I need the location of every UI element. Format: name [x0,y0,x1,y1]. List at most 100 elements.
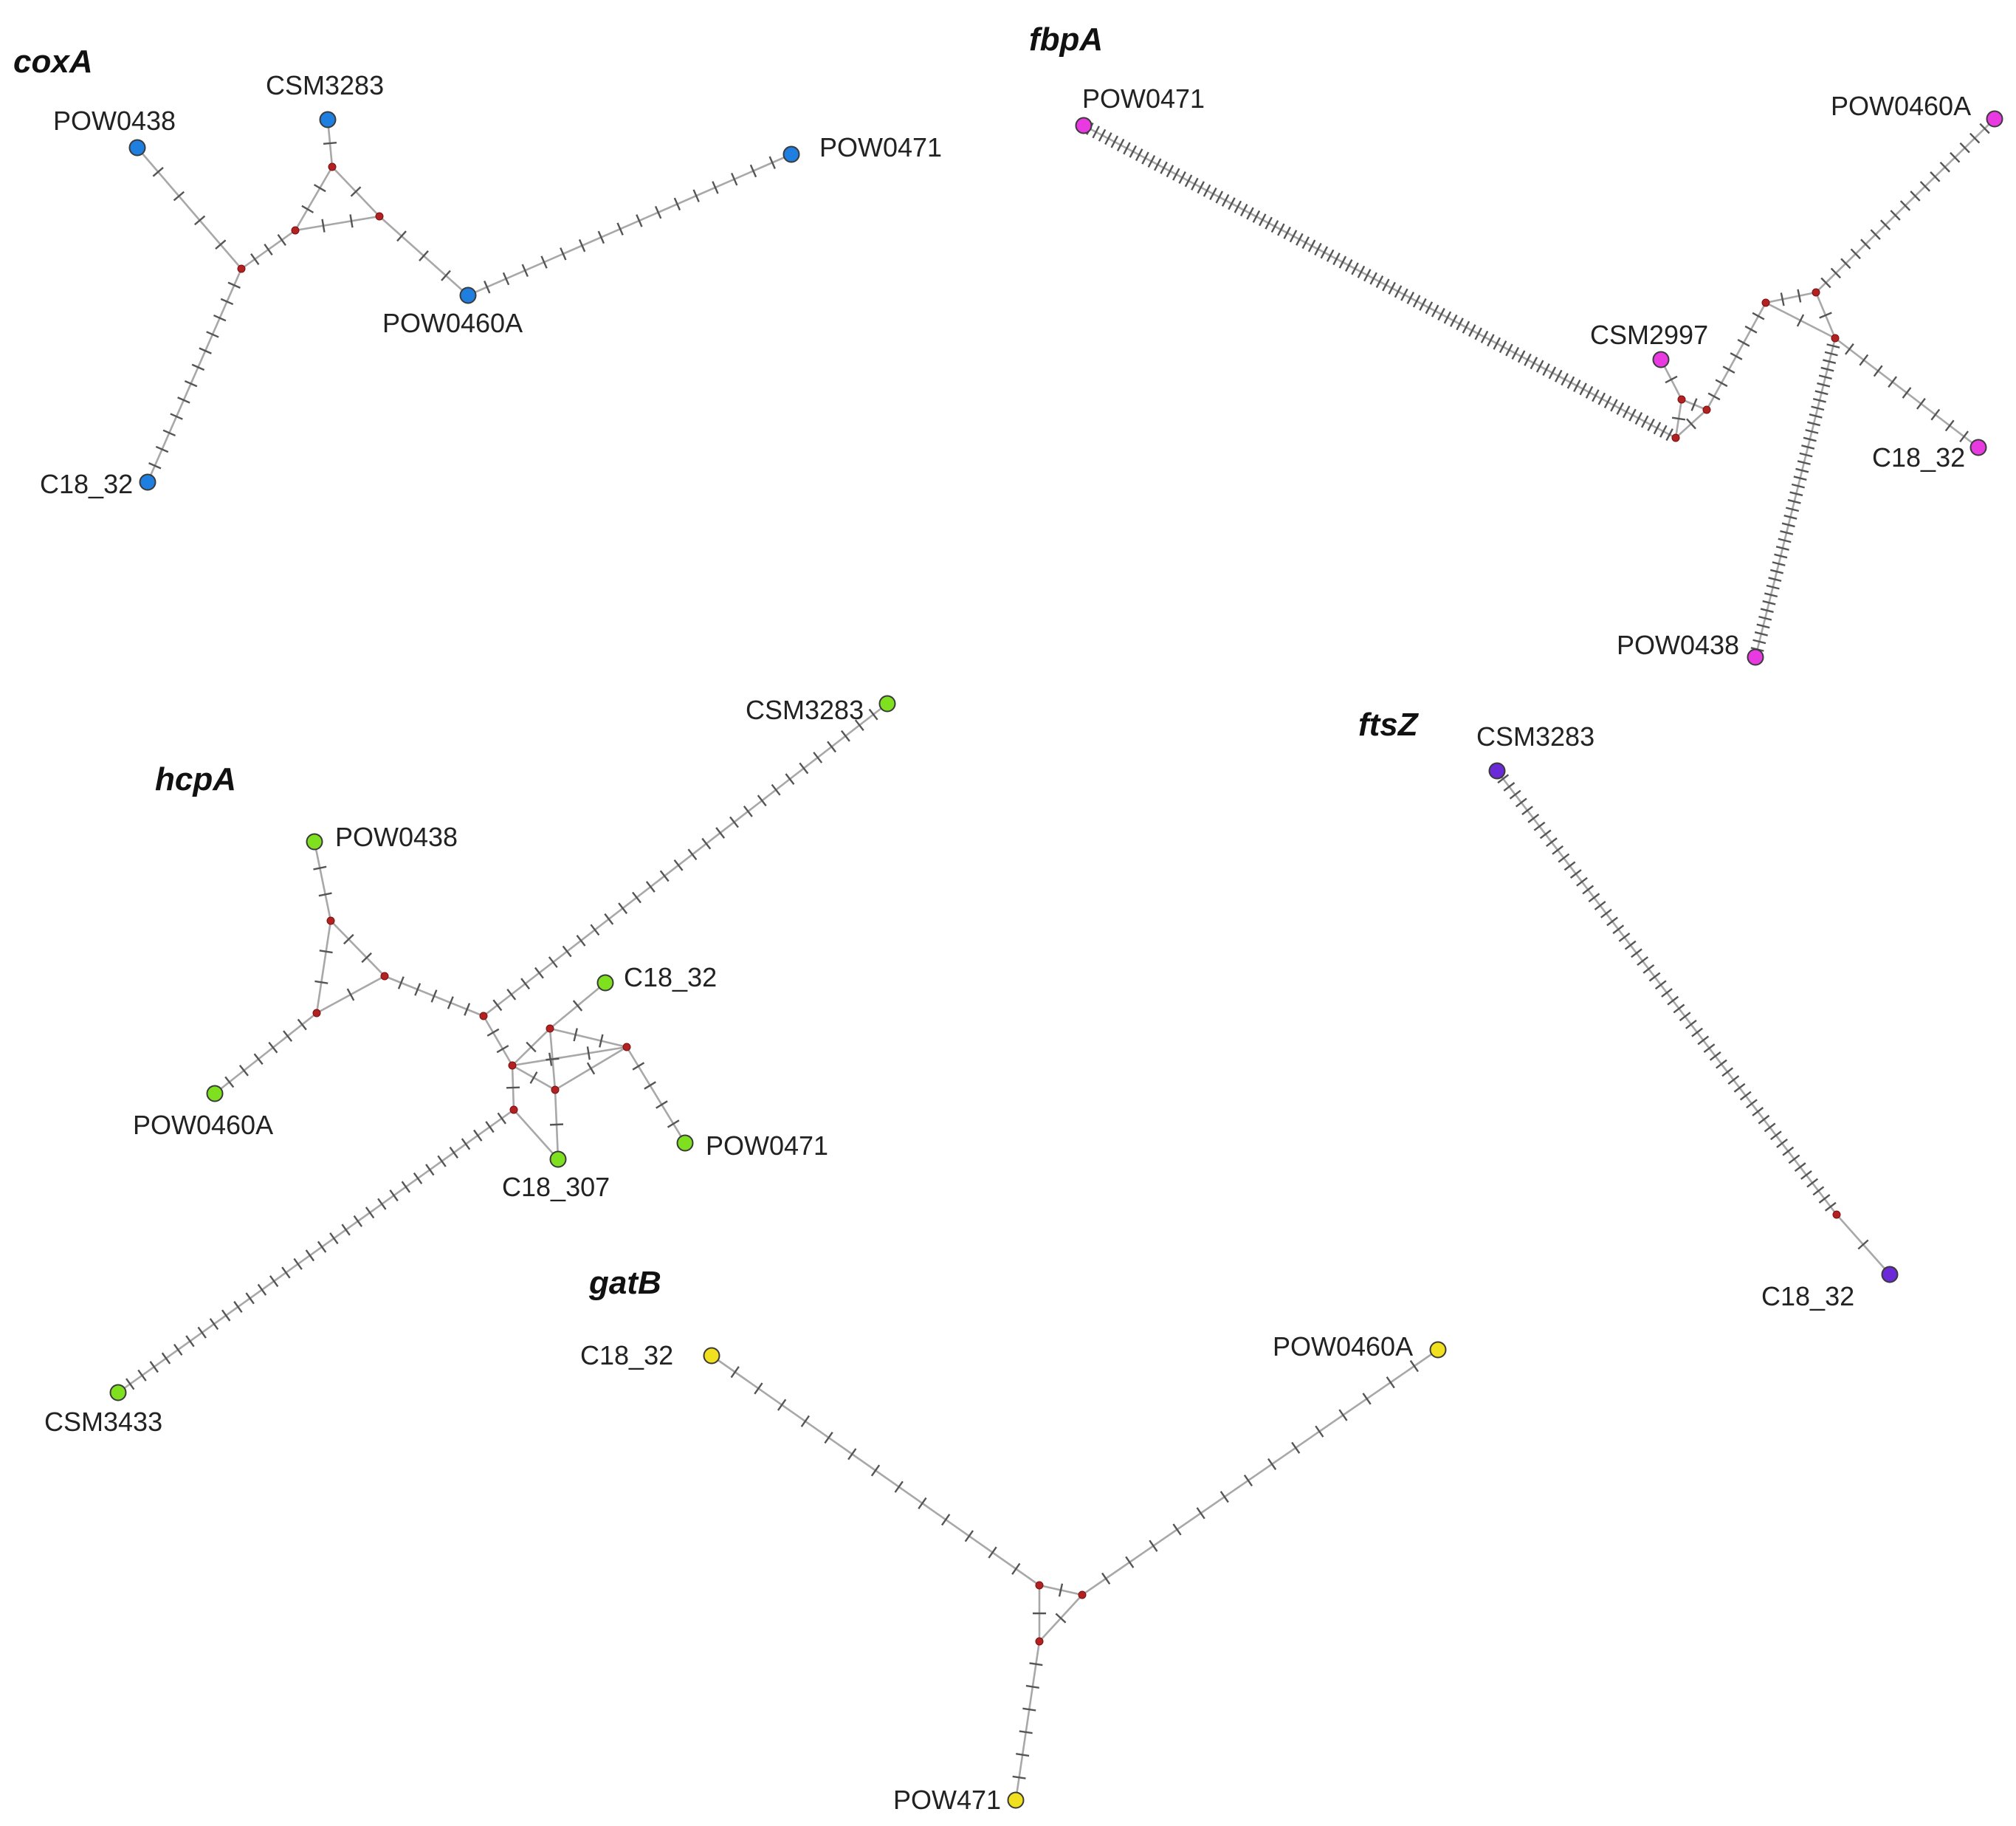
mutation-tick [329,1232,339,1245]
mutation-tick [313,184,326,193]
mutation-tick [731,172,738,186]
mutation-tick [785,773,795,785]
edge-h4-h5 [482,1015,514,1066]
mutation-tick [1592,389,1600,402]
mutation-tick [1727,1075,1740,1085]
mutation-tick [1667,995,1679,1006]
mutation-tick [185,1335,195,1348]
mutation-tick [1806,1178,1819,1188]
mutation-tick [1552,845,1564,855]
mutation-tick [1509,789,1521,800]
mutation-tick [870,1464,881,1477]
mutation-tick [1270,220,1279,233]
mutation-tick [1756,623,1770,629]
median-vector-n3 [1702,405,1711,414]
mutation-tick [343,933,354,945]
median-vector-h4 [479,1012,488,1020]
mutation-tick [1221,193,1230,207]
mutation-tick [1362,1393,1372,1405]
mutation-tick [754,1382,763,1395]
edge-h6-h7 [549,1027,627,1048]
mutation-tick [1758,1114,1770,1125]
mutation-tick [1283,226,1291,239]
mutation-tick [1172,168,1180,181]
mutation-tick [1409,1360,1419,1373]
mutation-tick [461,1138,471,1150]
mutation-tick [350,186,362,197]
mutation-tick [281,1266,291,1279]
mutation-tick [425,1164,435,1176]
network-title: hcpA [155,761,236,797]
mutation-tick [1654,980,1667,990]
mutation-tick [1793,476,1807,481]
mutation-tick [1125,1556,1135,1568]
mutation-tick [269,1275,279,1288]
mutation-tick [1579,382,1587,396]
mutation-tick [1029,1662,1043,1667]
mutation-tick [1772,561,1786,566]
edge-h4-CSM3283 [483,702,888,1017]
mutation-tick [520,978,531,990]
mutation-tick [800,1415,811,1427]
mutation-tick [1787,498,1801,504]
mutation-tick [1524,353,1532,366]
mutation-tick [1394,285,1403,298]
median-vector-h8 [551,1085,560,1094]
edge-POW0438-m1 [137,147,242,270]
mutation-tick [1252,210,1261,223]
mutation-tick [173,191,185,202]
median-vector-n4 [1761,298,1770,307]
mutation-tick [712,181,719,194]
mutation-tick [673,859,684,871]
mutation-tick [1610,399,1618,412]
mutation-tick [534,967,544,979]
mutation-tick [155,445,169,453]
mutation-tick [1025,1684,1039,1689]
haplotype-node-POW0460A [206,1085,224,1102]
mutation-tick [757,794,767,807]
mutation-tick [1597,392,1606,405]
mutation-tick [1055,1613,1067,1624]
mutation-tick [321,219,326,233]
mutation-tick [636,214,643,227]
node-label-C18_32: C18_32 [624,962,717,992]
mutation-tick [1314,242,1322,255]
mutation-tick [1860,238,1871,250]
haplotype-node-POW0438 [128,139,146,157]
mutation-tick [1624,940,1637,950]
mutation-tick [1215,191,1224,204]
mutation-tick [1265,216,1273,230]
mutation-tick [1497,774,1510,784]
mutation-tick [1505,343,1513,357]
mutation-tick [1824,351,1838,357]
node-label-POW0471: POW0471 [1082,83,1205,114]
mutation-tick [317,1240,327,1253]
haplotype-node-CSM3283 [878,695,896,713]
mutation-tick [918,1497,927,1509]
mutation-tick [389,1190,399,1202]
mutation-tick [419,250,429,262]
median-vector-n1 [1671,433,1680,442]
mutation-tick [1555,369,1563,382]
mutation-tick [1665,428,1673,442]
mutation-tick [1184,174,1193,188]
mutation-tick [1351,262,1359,275]
mutation-tick [1795,467,1809,473]
mutation-tick [1679,1012,1691,1022]
mutation-tick [1382,278,1390,292]
mutation-tick [1659,425,1668,438]
mutation-tick [1153,158,1162,171]
mutation-tick [1499,340,1507,354]
mutation-tick [313,865,327,871]
mutation-tick [673,197,681,211]
node-label-POW0438: POW0438 [1617,630,1739,660]
node-label-C18_32: C18_32 [580,1340,673,1370]
mutation-tick [220,298,234,306]
mutation-tick [1511,346,1520,360]
mutation-tick [506,988,517,1000]
mutation-tick [173,1343,183,1356]
mutation-tick [1594,901,1606,910]
mutation-tick [1801,445,1815,450]
median-vector-m3 [328,162,337,171]
